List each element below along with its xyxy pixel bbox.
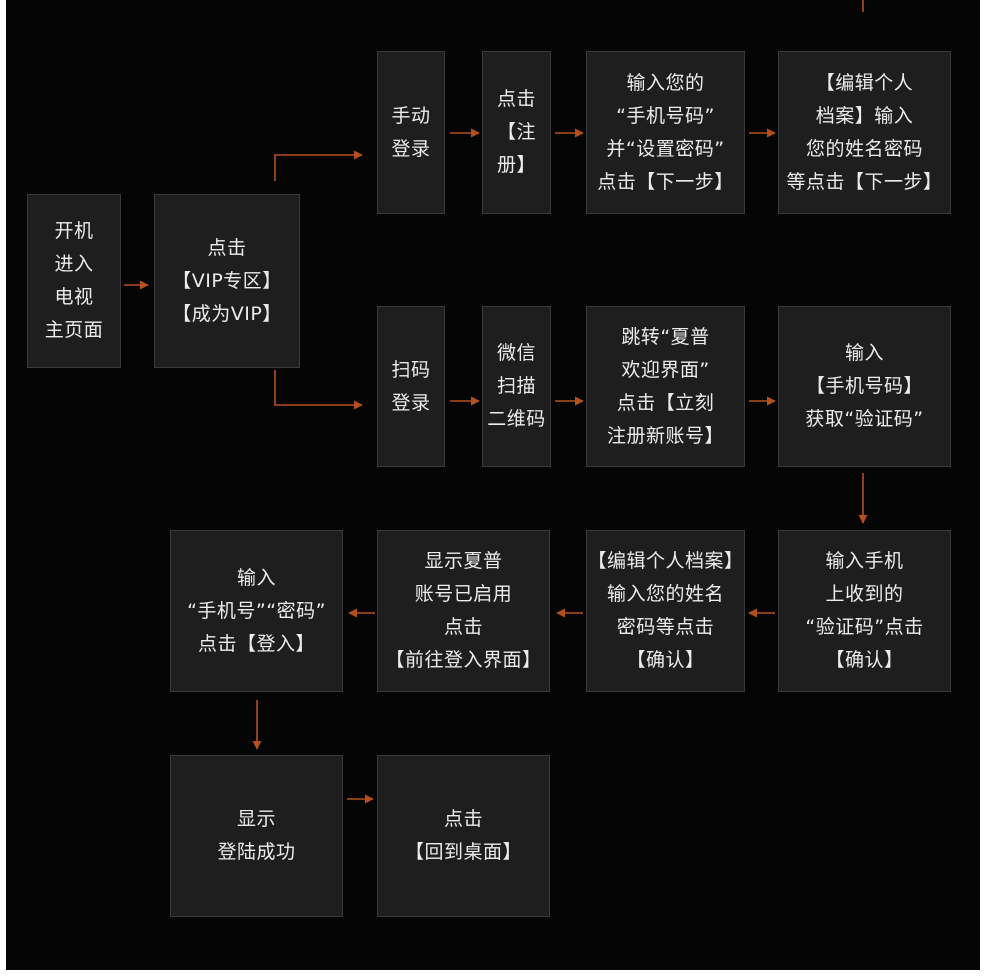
step-enter-phone-get-code: 输入 【手机号码】 获取“验证码”: [778, 306, 951, 467]
arrow-vip-to-manual: [274, 150, 363, 181]
flowchart-canvas: 开机 进入 电视 主页面 点击 【VIP专区】 【成为VIP】 手动 登录 点击…: [6, 0, 980, 970]
step-edit-profile-next: 【编辑个人 档案】输入 您的姓名密码 等点击【下一步】: [778, 51, 951, 214]
step-enter-code-confirm: 输入手机 上收到的 “验证码”点击 【确认】: [778, 530, 951, 692]
step-login-success: 显示 登陆成功: [170, 755, 343, 917]
step-click-vip: 点击 【VIP专区】 【成为VIP】: [154, 194, 300, 368]
step-edit-profile-confirm: 【编辑个人档案】 输入您的姓名 密码等点击 【确认】: [586, 530, 745, 692]
step-scan-login: 扫码 登录: [377, 306, 445, 467]
step-power-on: 开机 进入 电视 主页面: [27, 194, 121, 368]
step-wechat-scan: 微信 扫描 二维码: [482, 306, 551, 467]
step-back-to-desktop: 点击 【回到桌面】: [377, 755, 550, 917]
step-enter-phone-password: 输入您的 “手机号码” 并“设置密码” 点击【下一步】: [586, 51, 745, 214]
arrow-vip-to-scan: [274, 370, 363, 410]
step-jump-welcome: 跳转“夏普 欢迎界面” 点击【立刻 注册新账号】: [586, 306, 745, 467]
step-enter-login: 输入 “手机号”“密码” 点击【登入】: [170, 530, 343, 692]
step-manual-login: 手动 登录: [377, 51, 445, 214]
step-click-register: 点击 【注册】: [482, 51, 551, 214]
step-account-enabled: 显示夏普 账号已启用 点击 【前往登入界面】: [377, 530, 550, 692]
connector-arrows: [124, 0, 868, 804]
